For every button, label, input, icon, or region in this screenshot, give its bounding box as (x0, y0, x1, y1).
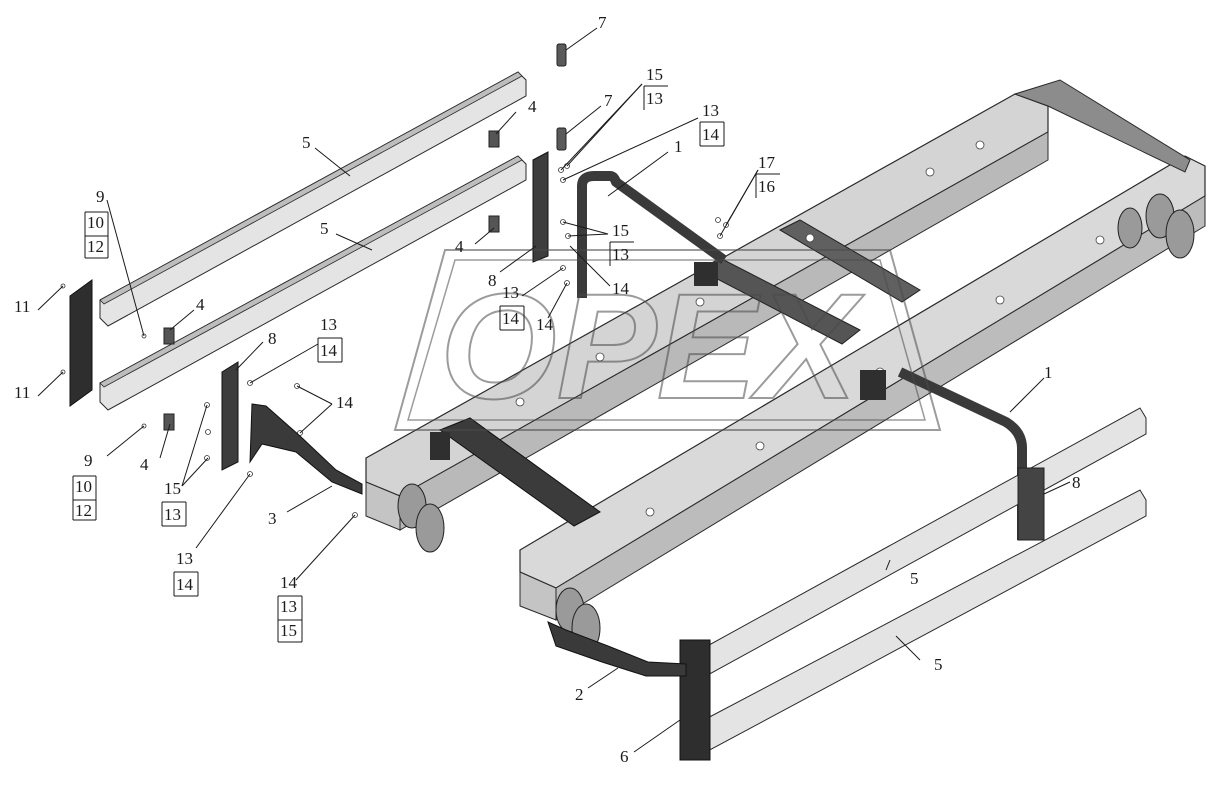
opex-watermark: OPEX (393, 249, 942, 431)
callout-5: 5 (320, 219, 329, 238)
callout-14: 14 (176, 575, 194, 594)
watermark-text: OPEX (440, 262, 865, 430)
callout-13: 13 (502, 283, 519, 302)
callout-14: 14 (280, 573, 298, 592)
hardware-fasteners (60, 163, 729, 518)
leader-lines (37, 27, 1071, 753)
callout-15: 15 (612, 221, 629, 240)
callout-8: 8 (268, 329, 277, 348)
callout-14: 14 (536, 315, 554, 334)
tube-step-1-top (577, 171, 727, 298)
callout-8: 8 (488, 271, 497, 290)
callout-16: 16 (758, 177, 775, 196)
block-7-lower (556, 127, 567, 151)
callout-15: 15 (164, 479, 181, 498)
callout-15: 15 (280, 621, 297, 640)
callout-17: 17 (758, 153, 776, 172)
callout-12: 12 (75, 501, 92, 520)
callout-5: 5 (302, 133, 311, 152)
callout-3: 3 (268, 509, 277, 528)
callout-4: 4 (455, 237, 464, 256)
callout-14: 14 (502, 309, 520, 328)
callout-10: 10 (75, 477, 92, 496)
callout-13: 13 (702, 101, 719, 120)
callouts: 7 7 4 4 4 4 5 5 5 5 1 1 2 3 6 8 8 8 9 10… (14, 13, 1081, 766)
callout-14: 14 (612, 279, 630, 298)
bent-bracket-2 (547, 621, 687, 677)
side-bar-lower-left (99, 155, 527, 411)
callout-15: 15 (646, 65, 663, 84)
callout-2: 2 (575, 685, 584, 704)
callout-9: 9 (84, 451, 93, 470)
support-8-right (1017, 467, 1045, 541)
callout-4: 4 (528, 97, 537, 116)
bracket-8-mid (532, 151, 549, 263)
callout-13: 13 (646, 89, 663, 108)
callout-11: 11 (14, 297, 30, 316)
callout-14: 14 (702, 125, 720, 144)
callout-7: 7 (604, 91, 613, 110)
end-plate-left (69, 279, 93, 407)
callout-11: 11 (14, 383, 30, 402)
callout-13: 13 (280, 597, 297, 616)
callout-12: 12 (87, 237, 104, 256)
callout-14: 14 (320, 341, 338, 360)
callout-4: 4 (196, 295, 205, 314)
pad-4-left-upper (163, 327, 175, 345)
callout-6: 6 (620, 747, 629, 766)
callout-5: 5 (934, 655, 943, 674)
callout-8: 8 (1072, 473, 1081, 492)
callout-13: 13 (176, 549, 193, 568)
bracket-8-left (221, 361, 239, 471)
callout-13: 13 (320, 315, 337, 334)
side-bar-upper-left (99, 71, 527, 327)
pad-4-left-lower (163, 413, 175, 431)
callout-9: 9 (96, 187, 105, 206)
callout-13: 13 (612, 245, 629, 264)
callout-7: 7 (598, 13, 607, 32)
callout-10: 10 (87, 213, 104, 232)
bent-bracket-3 (249, 403, 363, 495)
callout-13: 13 (164, 505, 181, 524)
end-plate-6 (679, 639, 711, 761)
callout-4: 4 (140, 455, 149, 474)
callout-14: 14 (336, 393, 354, 412)
callout-1: 1 (1044, 363, 1053, 382)
block-7-top (556, 43, 567, 67)
tube-step-1-right (897, 367, 1027, 540)
pad-4-mid (488, 215, 500, 233)
pad-4-top (488, 130, 500, 148)
callout-5: 5 (910, 569, 919, 588)
callout-1: 1 (674, 137, 683, 156)
